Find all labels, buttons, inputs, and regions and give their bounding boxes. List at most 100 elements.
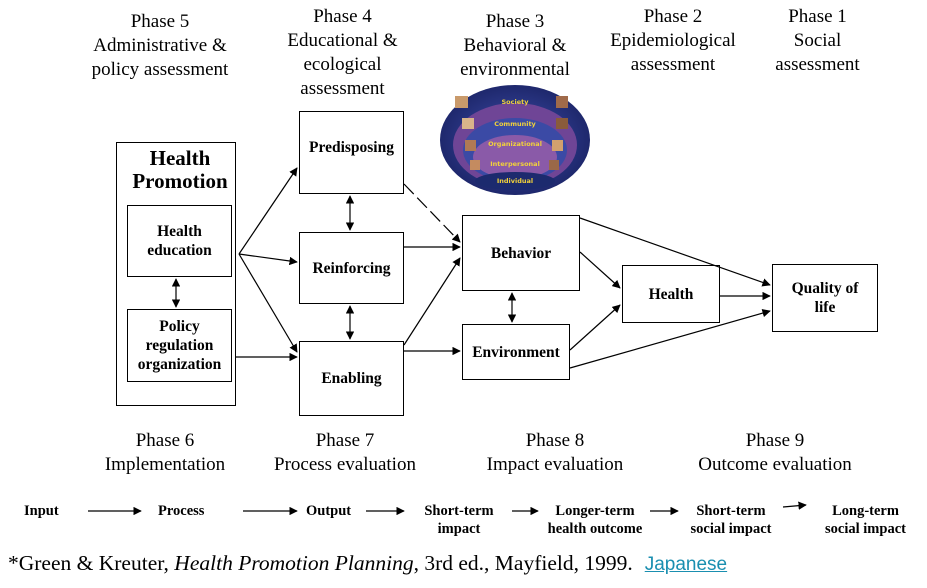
level-interpersonal: Interpersonal — [490, 160, 540, 168]
photo-thumb — [455, 96, 468, 108]
photo-thumb — [556, 118, 568, 129]
phase-2-label: Phase 2 Epidemiological assessment — [598, 5, 748, 77]
level-organizational: Organizational — [488, 140, 542, 148]
photo-thumb — [462, 118, 474, 129]
reinforcing-label: Reinforcing — [312, 259, 391, 277]
health-promotion-title: Health Promotion — [116, 147, 244, 193]
enabling-box: Enabling — [299, 341, 404, 416]
phase-1-number: Phase 1 — [788, 6, 847, 27]
quality-of-life-box: Quality of life — [772, 264, 878, 332]
citation-title: Health Promotion Planning — [174, 551, 414, 575]
phase-6-number: Phase 6 — [135, 430, 195, 451]
arrow-predisposing-behavior — [403, 183, 461, 243]
phase-4-title-line3: assessment — [300, 78, 385, 99]
health-education-line1: Health — [157, 223, 202, 240]
predisposing-label: Predisposing — [309, 139, 394, 156]
level-society: Society — [501, 98, 529, 106]
phase-2-number: Phase 2 — [643, 6, 703, 27]
arrow-education-predisposing — [238, 167, 298, 255]
photo-thumb — [552, 140, 563, 151]
arrow-enabling-behavior — [403, 257, 461, 346]
arrow-education-reinforcing — [238, 253, 298, 266]
environment-box: Environment — [462, 324, 570, 380]
quality-line2: life — [814, 299, 836, 316]
phase-5-title-line2: policy assessment — [91, 59, 229, 80]
flow-short-term-social: Short-term social impact — [677, 502, 785, 538]
phase-8-number: Phase 8 — [525, 430, 585, 451]
photo-thumb — [549, 160, 559, 170]
policy-line3: organization — [137, 356, 222, 373]
level-community: Community — [494, 120, 536, 128]
flow-long-term: Long-term social impact — [808, 502, 923, 538]
health-education-box: Health education — [127, 205, 232, 277]
flow-process-label: Process — [158, 503, 205, 519]
phase-8-label: Phase 8 Impact evaluation — [460, 429, 650, 477]
phase-6-label: Phase 6 Implementation — [75, 429, 255, 477]
phase-9-label: Phase 9 Outcome evaluation — [675, 429, 875, 477]
phase-3-number: Phase 3 — [485, 11, 545, 32]
citation-authors: *Green & Kreuter, — [8, 551, 175, 575]
flow-output-label: Output — [306, 503, 352, 519]
policy-line2: regulation — [145, 337, 214, 354]
predisposing-box: Predisposing — [299, 111, 404, 194]
phase-3-label: Phase 3 Behavioral & environmental — [440, 10, 590, 82]
phase-9-number: Phase 9 — [745, 430, 805, 451]
citation: *Green & Kreuter, Health Promotion Plann… — [8, 551, 727, 576]
reinforcing-box: Reinforcing — [299, 232, 404, 304]
policy-regulation-organization-box: Policy regulation organization — [127, 309, 232, 382]
flow-long-term-line2: social impact — [825, 521, 906, 537]
photo-thumb — [470, 160, 480, 170]
arrow-education-enabling — [238, 253, 298, 353]
flow-short-term-impact-line2: impact — [437, 521, 481, 537]
flow-short-term-impact: Short-term impact — [405, 502, 513, 538]
phase-1-title-line1: Social — [793, 30, 842, 51]
japanese-link[interactable]: Japanese — [644, 554, 728, 575]
arrow-behavior-health — [579, 251, 621, 289]
phase-6-title: Implementation — [104, 454, 226, 475]
phase-7-label: Phase 7 Process evaluation — [250, 429, 440, 477]
phase-4-label: Phase 4 Educational & ecological assessm… — [255, 5, 430, 101]
phase-7-number: Phase 7 — [315, 430, 375, 451]
health-box: Health — [622, 265, 720, 323]
phase-5-title-line1: Administrative & — [93, 35, 227, 56]
environment-label: Environment — [472, 343, 560, 361]
health-promotion-title-line2: Promotion — [132, 169, 228, 193]
behavior-label: Behavior — [490, 244, 552, 262]
flow-longer-term-line1: Longer-term — [555, 503, 635, 519]
flow-arrow-social-long — [782, 501, 807, 510]
phase-5-number: Phase 5 — [130, 11, 190, 32]
quality-line1: Quality of — [791, 280, 859, 297]
health-label: Health — [648, 285, 694, 303]
health-promotion-title-line1: Health — [149, 146, 211, 170]
phase-3-title-line2: environmental — [460, 59, 570, 80]
flow-input-label: Input — [24, 503, 59, 519]
flow-short-term-impact-line1: Short-term — [424, 503, 494, 519]
behavior-box: Behavior — [462, 215, 580, 291]
flow-input: Input — [24, 502, 59, 520]
photo-thumb — [556, 96, 568, 108]
health-education-line2: education — [147, 242, 212, 259]
phase-4-title-line1: Educational & — [287, 30, 398, 51]
phase-7-title: Process evaluation — [274, 454, 416, 475]
phase-5-label: Phase 5 Administrative & policy assessme… — [60, 10, 260, 82]
photo-thumb — [465, 140, 476, 151]
citation-publisher: , 3rd ed., Mayfield, 1999. — [413, 551, 633, 575]
phase-1-label: Phase 1 Social assessment — [755, 5, 880, 77]
phase-4-title-line2: ecological — [303, 54, 382, 75]
level-individual: Individual — [496, 177, 534, 185]
flow-longer-term: Longer-term health outcome — [535, 502, 655, 538]
enabling-label: Enabling — [321, 370, 382, 387]
flow-short-term-social-line1: Short-term — [696, 503, 766, 519]
phase-4-number: Phase 4 — [313, 6, 372, 27]
flow-longer-term-line2: health outcome — [547, 521, 643, 537]
phase-9-title: Outcome evaluation — [698, 454, 852, 475]
phase-1-title-line2: assessment — [775, 54, 860, 75]
flow-short-term-social-line2: social impact — [690, 521, 772, 537]
phase-8-title: Impact evaluation — [486, 454, 624, 475]
flow-output: Output — [306, 502, 351, 520]
arrow-environment-health — [569, 304, 621, 351]
policy-line1: Policy — [159, 318, 200, 335]
flow-process: Process — [158, 502, 204, 520]
phase-2-title-line2: assessment — [630, 54, 716, 75]
phase-2-title-line1: Epidemiological — [610, 30, 736, 51]
